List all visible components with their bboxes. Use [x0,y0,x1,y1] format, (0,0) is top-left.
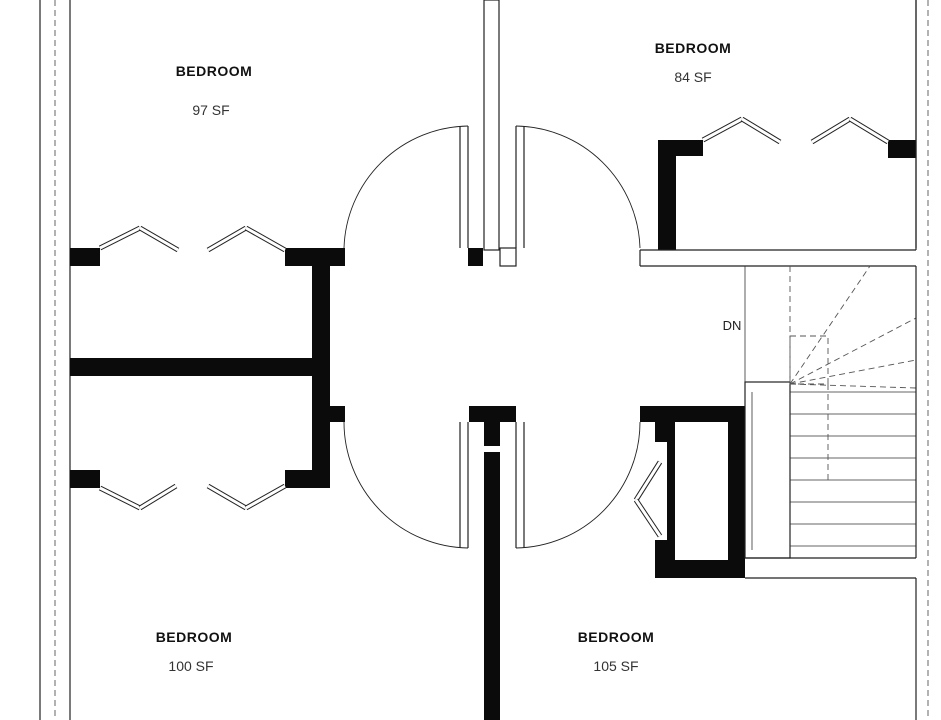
room-area-top-left: 97 SF [192,102,229,118]
exterior-wall-right [915,0,929,720]
room-name-bottom-left: BEDROOM [156,629,233,645]
exterior-wall-left [39,0,71,720]
closet-door-top-right [701,116,890,145]
wall-left-closets [70,248,345,488]
room-area-bottom-left: 100 SF [168,658,213,674]
wall-linen-closet [640,406,745,578]
closet-door-linen [633,460,663,538]
wall-center-top [459,0,525,267]
closet-door-upper-left [98,225,287,253]
room-name-bottom-right: BEDROOM [578,629,655,645]
room-area-top-right: 84 SF [674,69,711,85]
wall-center-bottom [459,406,525,720]
wall-top-right-closet [639,0,917,267]
room-area-bottom-right: 105 SF [593,658,638,674]
stair-direction-label: DN [723,318,742,333]
staircase [744,265,917,579]
door-swings [343,125,641,549]
room-name-top-left: BEDROOM [176,63,253,79]
room-name-top-right: BEDROOM [655,40,732,56]
closet-door-lower-left [98,483,287,511]
